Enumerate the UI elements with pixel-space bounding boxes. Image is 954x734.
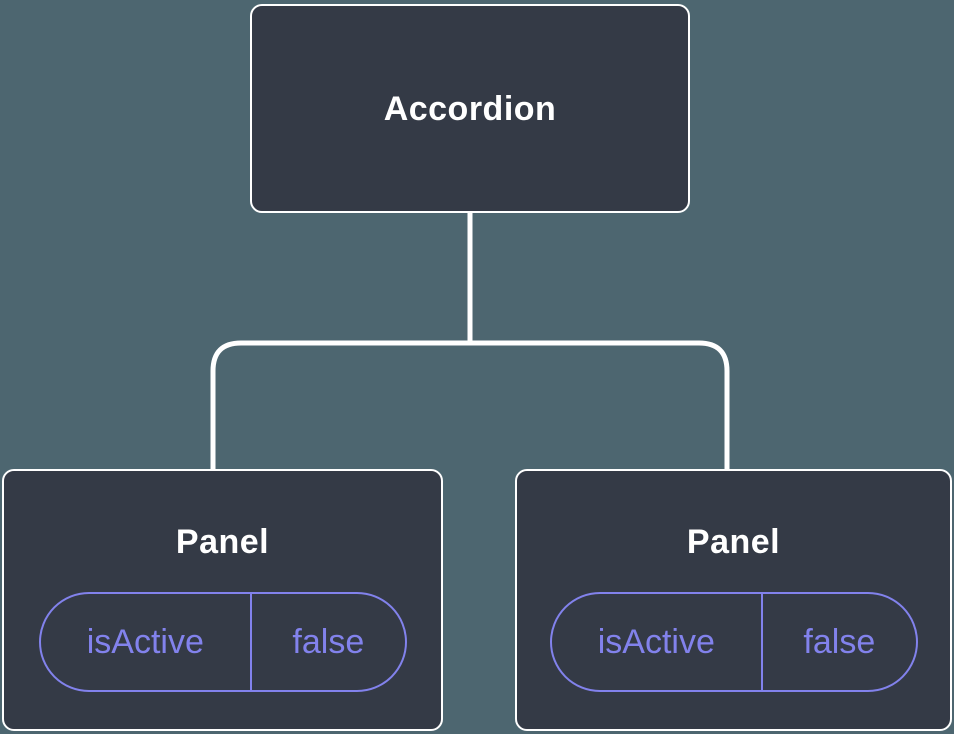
panel-node-left: Panel isActive false <box>2 469 443 731</box>
state-name-label: isActive <box>41 594 253 690</box>
panel-node-label: Panel <box>686 523 781 561</box>
state-name-label: isActive <box>552 594 764 690</box>
accordion-node-label: Accordion <box>383 89 557 128</box>
state-pill: isActive false <box>549 592 918 692</box>
state-value-label: false <box>803 622 876 661</box>
panel-node-right: Panel isActive false <box>515 469 952 731</box>
state-value-label: false <box>292 622 365 661</box>
panel-node-label: Panel <box>175 523 270 561</box>
state-pill: isActive false <box>38 592 407 692</box>
connector-branch-line <box>210 340 730 470</box>
accordion-node: Accordion <box>250 4 690 213</box>
